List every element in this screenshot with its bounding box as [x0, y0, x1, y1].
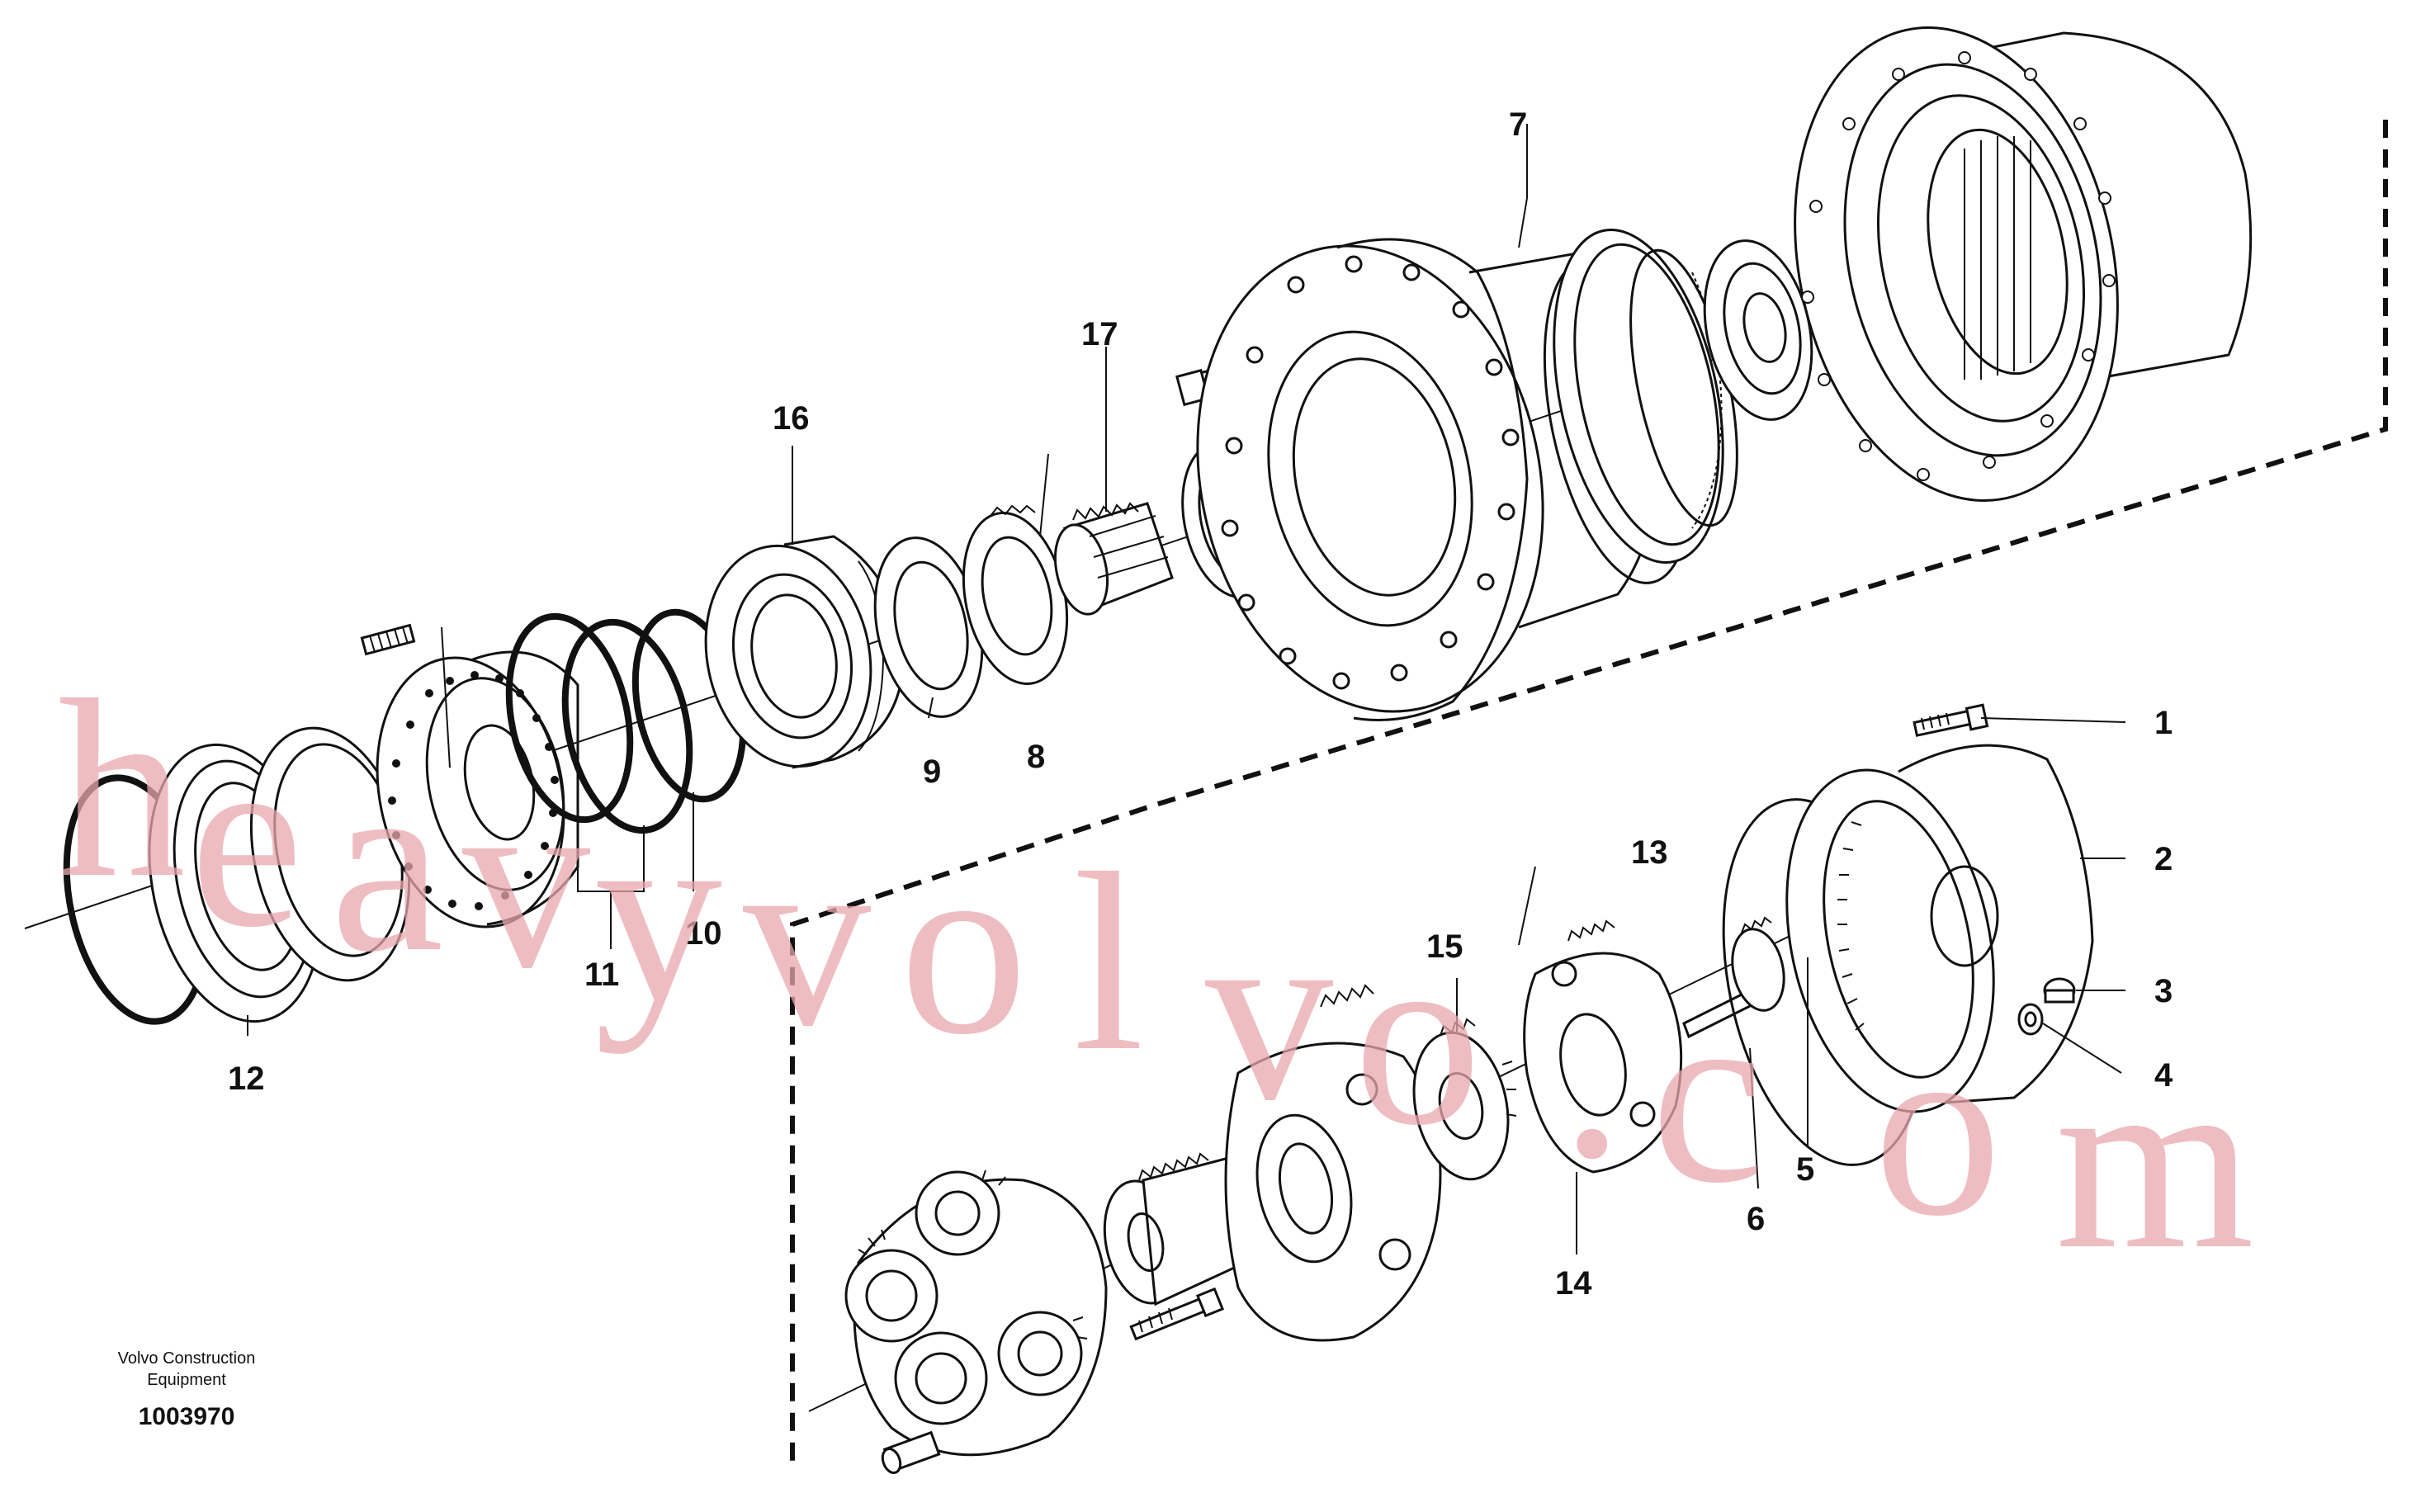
watermark-letter: . — [1560, 928, 1624, 1212]
watermark-letter: h — [58, 648, 186, 931]
callout-1: 1 — [2154, 705, 2173, 741]
callout-6: 6 — [1747, 1201, 1765, 1237]
callout-5: 5 — [1796, 1151, 1814, 1188]
part-2-cover — [1785, 744, 2094, 1113]
lower-assembly — [808, 703, 2094, 1475]
part-1-bolt — [1913, 703, 1989, 737]
watermark-letter: y — [594, 772, 722, 1055]
callout-16: 16 — [773, 400, 810, 437]
part-4-seal-washer — [2017, 1003, 2044, 1036]
callout-7: 7 — [1509, 106, 1527, 143]
callout-9: 9 — [923, 754, 941, 790]
watermark-letter: c — [1651, 953, 1765, 1236]
part-dowel-pin — [881, 1430, 941, 1475]
callout-8: 8 — [1027, 739, 1045, 775]
part-7-ring-gear — [1553, 229, 1738, 564]
credit-company-line1: Volvo Construction — [118, 1349, 256, 1368]
part-11-snap-rings — [505, 612, 693, 834]
watermark-letter: a — [330, 722, 444, 1005]
part-housing-flange — [1196, 238, 1693, 721]
watermark-letter: o — [1874, 986, 2002, 1269]
part-carrier-bolt — [1129, 1287, 1225, 1341]
callout-10: 10 — [685, 915, 722, 952]
watermark-letter: m — [2055, 1019, 2254, 1302]
watermark-letter: o — [900, 805, 1028, 1088]
part-planet-carrier — [844, 1169, 1108, 1457]
callout-2: 2 — [2154, 841, 2173, 877]
credit-company-line2: Equipment — [147, 1371, 226, 1389]
callout-17: 17 — [1081, 316, 1118, 352]
document-number: 1003970 — [139, 1403, 235, 1430]
callout-11: 11 — [584, 957, 619, 993]
watermark-letter: v — [743, 796, 871, 1080]
watermark-letter: o — [1354, 895, 1482, 1179]
part-perforated-hub — [376, 650, 579, 928]
part-drum-housing — [1794, 26, 2253, 502]
callout-15: 15 — [1426, 928, 1463, 965]
watermark-letter: v — [1205, 871, 1333, 1154]
part-16-bearing — [704, 535, 905, 769]
callout-12: 12 — [228, 1061, 265, 1097]
watermark: h e a v y v o l v o . c o m — [58, 648, 2254, 1302]
callout-labels: 1 2 3 4 5 6 7 8 9 10 11 12 13 14 15 16 1… — [228, 106, 2173, 1302]
part-spring-pin — [360, 623, 416, 656]
upper-assembly — [24, 26, 2388, 1469]
callout-3: 3 — [2154, 973, 2173, 1009]
callout-13: 13 — [1631, 834, 1668, 871]
leader-lines — [247, 124, 2126, 1254]
watermark-letter: l — [1073, 821, 1144, 1104]
part-15-planet-gear — [1412, 1018, 1517, 1181]
part-carrier-hub — [1224, 984, 1442, 1342]
part-14-second-carrier — [1523, 919, 1683, 1174]
part-13-shaft-gear — [1682, 916, 1785, 1039]
callout-4: 4 — [2154, 1057, 2173, 1094]
callout-14: 14 — [1555, 1265, 1592, 1302]
part-17-spline-gear — [1054, 502, 1174, 616]
watermark-letter: v — [462, 739, 590, 1022]
part-3-plug — [2043, 977, 2076, 1004]
watermark-letter: e — [190, 697, 304, 980]
credit-block: Volvo Construction Equipment 1003970 — [118, 1349, 256, 1430]
